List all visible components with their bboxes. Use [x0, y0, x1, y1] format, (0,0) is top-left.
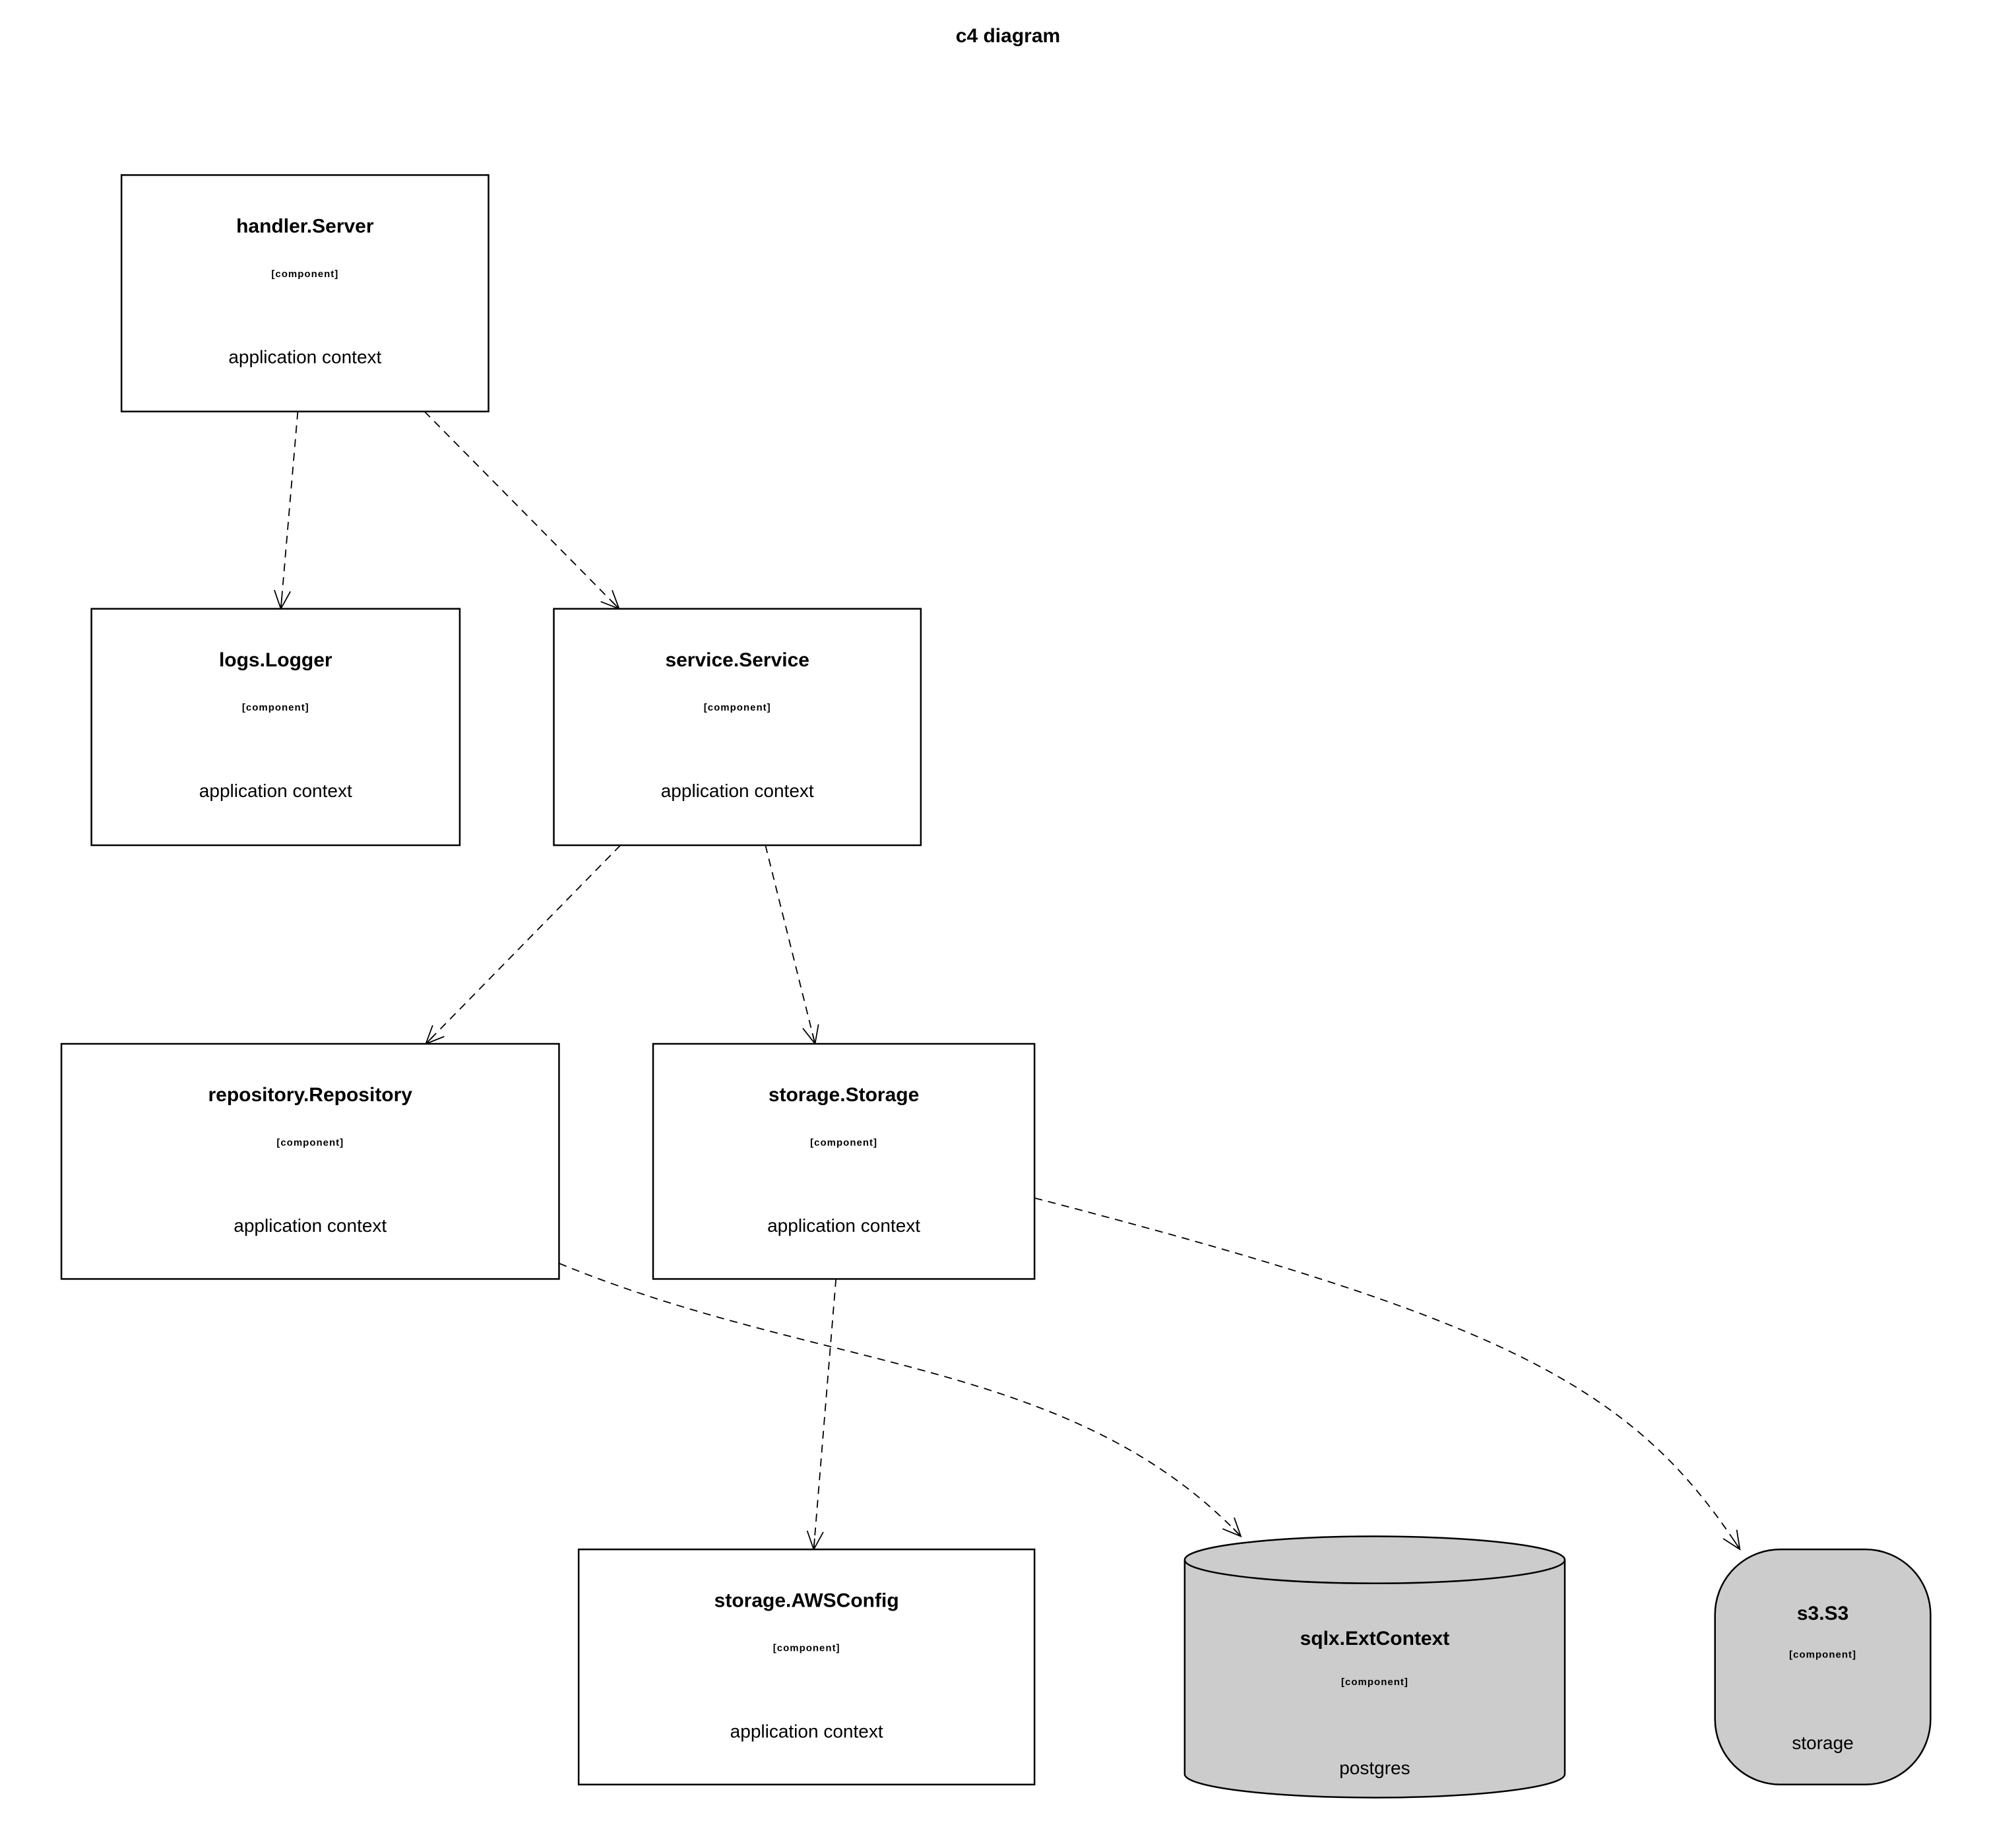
- node-title: service.Service: [665, 649, 809, 671]
- node-repository-repository[interactable]: repository.Repository [component] applicat…: [60, 1042, 560, 1280]
- nodes-layer: handler.Server [component] application con…: [60, 174, 1932, 1799]
- component-box: [120, 174, 489, 412]
- node-type: [component]: [1341, 1677, 1408, 1688]
- node-storage-storage[interactable]: storage.Storage [component] application co…: [652, 1042, 1036, 1280]
- component-box: [652, 1042, 1036, 1280]
- node-storage-awsconfig[interactable]: storage.AWSConfig [component] application …: [577, 1549, 1036, 1785]
- node-description: application context: [199, 781, 352, 801]
- node-description: application context: [234, 1215, 387, 1236]
- node-service-service[interactable]: service.Service [component] application co…: [553, 608, 922, 847]
- component-box: [577, 1549, 1036, 1785]
- node-type: [component]: [704, 702, 771, 713]
- diagram-title: c4 diagram: [956, 25, 1060, 47]
- node-description: application context: [228, 346, 381, 367]
- node-type: [component]: [810, 1137, 877, 1148]
- node-s3-s3[interactable]: s3.S3 [component] storage: [1714, 1549, 1932, 1785]
- node-title: storage.AWSConfig: [714, 1589, 899, 1611]
- edge-repository-repository-to-sqlx-extcontext: [559, 1262, 1242, 1538]
- edge-service-service-to-storage-storage: [765, 845, 819, 1046]
- edge-handler-server-to-service-service: [424, 411, 621, 610]
- node-title: logs.Logger: [219, 649, 332, 671]
- edge-handler-server-to-logs-logger: [274, 411, 299, 610]
- node-description: postgres: [1339, 1758, 1410, 1778]
- arrow-head-icon: [1722, 1529, 1741, 1551]
- component-box: [60, 1042, 560, 1280]
- edges-layer: [274, 411, 1741, 1551]
- node-title: repository.Repository: [208, 1084, 412, 1106]
- cylinder-rim: [1183, 1559, 1566, 1585]
- component-box: [90, 608, 461, 847]
- node-description: application context: [767, 1215, 920, 1236]
- node-logs-logger[interactable]: logs.Logger [component] application contex…: [90, 608, 461, 847]
- node-type: [component]: [271, 269, 338, 280]
- node-title: handler.Server: [236, 215, 374, 237]
- node-description: application context: [661, 781, 814, 801]
- node-type: [component]: [276, 1137, 344, 1148]
- component-box: [553, 608, 922, 847]
- edge-service-service-to-repository-repository: [424, 845, 621, 1045]
- node-type: [component]: [1789, 1649, 1856, 1661]
- edge-storage-storage-to-storage-awsconfig: [806, 1279, 837, 1551]
- node-description: storage: [1792, 1733, 1853, 1753]
- database-cylinder-icon: [1183, 1535, 1566, 1799]
- node-handler-server[interactable]: handler.Server [component] application con…: [120, 174, 489, 412]
- arrow-head-icon: [1222, 1517, 1242, 1538]
- node-type: [component]: [242, 702, 309, 713]
- node-type: [component]: [773, 1643, 840, 1654]
- node-title: storage.Storage: [769, 1084, 919, 1106]
- edge-storage-storage-to-s3-s3: [1034, 1197, 1741, 1551]
- node-title: sqlx.ExtContext: [1300, 1628, 1450, 1649]
- node-sqlx-extcontext[interactable]: sqlx.ExtContext [component] postgres: [1183, 1535, 1566, 1799]
- node-description: application context: [730, 1721, 883, 1741]
- queue-rounded-box: [1714, 1549, 1932, 1785]
- node-title: s3.S3: [1797, 1603, 1848, 1624]
